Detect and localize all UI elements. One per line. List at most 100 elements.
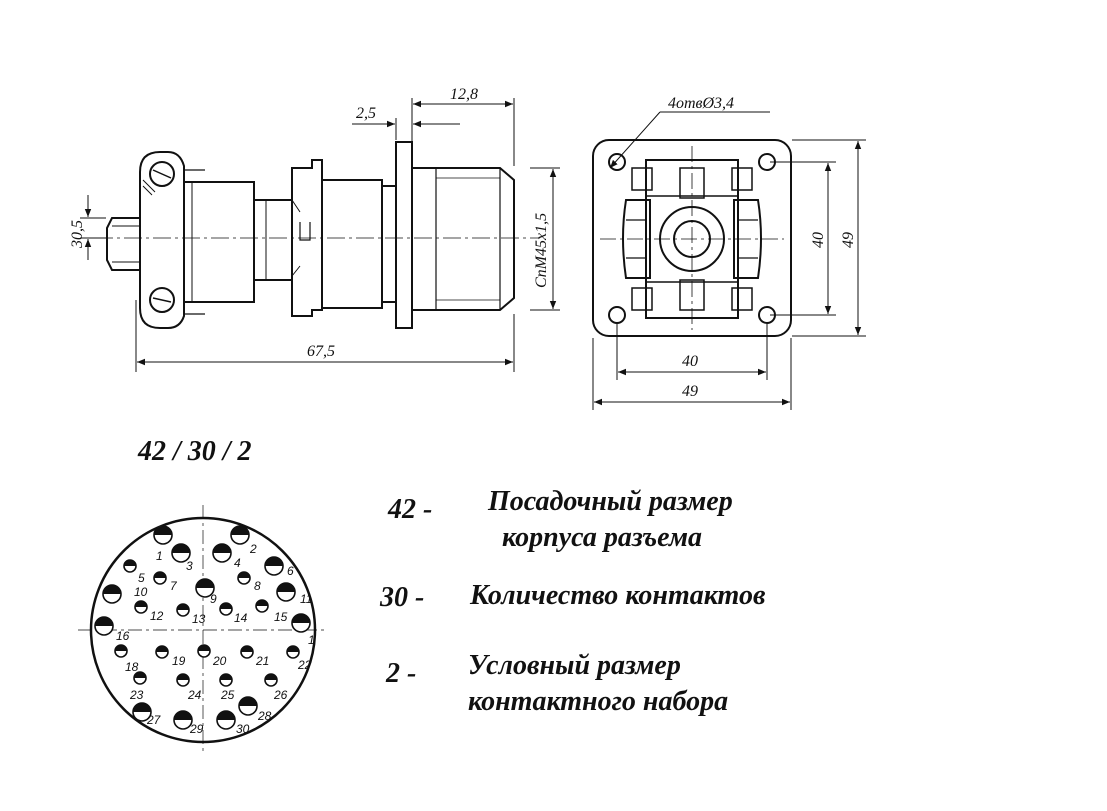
pin-29: 29 (173, 710, 204, 736)
legend-text-2: Количество контактов (470, 578, 765, 614)
pin-23-label: 23 (129, 688, 144, 702)
pin-25-label: 25 (220, 688, 235, 702)
pin-7: 7 (153, 571, 178, 593)
pin-28-fill (239, 697, 257, 706)
pin-3-label: 3 (186, 559, 193, 573)
pin-17-fill (292, 614, 310, 623)
pin-16-fill (95, 617, 113, 626)
pin-11: 11 (276, 582, 312, 606)
pin-21-label: 21 (255, 654, 269, 668)
pin-6-fill (265, 557, 283, 566)
pin-26-fill (265, 674, 277, 680)
pin-24: 24 (176, 673, 202, 702)
pin-18-label: 18 (125, 660, 139, 674)
pin-7-label: 7 (170, 579, 178, 593)
pin-26-label: 26 (273, 688, 288, 702)
dim-40-horizontal: 40 (682, 353, 698, 370)
side-dimensions (80, 98, 560, 372)
pin-13: 13 (176, 603, 206, 626)
pin-27: 27 (132, 702, 162, 727)
legend-text-2-line1: Количество контактов (470, 580, 766, 611)
dim-12-8: 12,8 (450, 86, 478, 103)
front-view (592, 139, 792, 337)
pin-18: 18 (114, 644, 139, 674)
pin-14-label: 14 (234, 611, 248, 625)
dim-67-5: 67,5 (307, 343, 335, 360)
pin-27-fill (133, 703, 151, 712)
pin-27-label: 27 (146, 713, 162, 727)
pin-23-fill (134, 672, 146, 678)
pin-6: 6 (264, 556, 294, 578)
pin-2: 2 (230, 525, 257, 556)
pin-19-label: 19 (172, 654, 186, 668)
dim-holes: 4отвØ3,4 (668, 95, 734, 112)
pin-21-fill (241, 646, 253, 652)
pin-7-fill (154, 572, 166, 578)
pin-25-fill (220, 674, 232, 680)
pin-24-label: 24 (187, 688, 202, 702)
legend-text-3-line2: контактного набора (468, 686, 729, 717)
pin-5-label: 5 (138, 571, 145, 585)
pin-8-fill (238, 572, 250, 578)
legend-text-1-line1: Посадочный размер (488, 486, 733, 517)
pin-8: 8 (237, 571, 261, 593)
pin-28-label: 28 (257, 709, 272, 723)
dim-30-5: 30,5 (69, 220, 86, 249)
pin-1-fill (154, 526, 172, 535)
pin-4-fill (213, 544, 231, 553)
legend-number-3: 2 - (386, 658, 417, 689)
front-dimensions (592, 111, 866, 410)
pin-30-fill (217, 711, 235, 720)
pin-4-label: 4 (234, 556, 241, 570)
pin-8-label: 8 (254, 579, 261, 593)
pin-18-fill (115, 645, 127, 651)
pin-23: 23 (129, 671, 147, 702)
pin-22: 22 (286, 645, 312, 672)
pin-9-label: 9 (210, 592, 217, 606)
pin-26: 26 (264, 673, 288, 702)
pin-3: 3 (171, 543, 193, 573)
pin-2-label: 2 (249, 542, 257, 556)
pin-15: 15 (255, 599, 288, 624)
pin-1: 1 (153, 525, 173, 563)
pin-3-fill (172, 544, 190, 553)
pin-22-label: 22 (297, 658, 312, 672)
pin-14-fill (220, 603, 232, 609)
legend-text-3: Условный размер контактного набора (468, 648, 728, 720)
pin-5: 5 (123, 559, 145, 585)
pin-20: 20 (197, 644, 227, 668)
legend-number-1: 42 - (388, 494, 433, 525)
pin-13-fill (177, 604, 189, 610)
pin-19: 19 (155, 645, 186, 668)
legend-number-2: 30 - (380, 582, 425, 613)
dim-2-5: 2,5 (356, 105, 376, 122)
dim-thread: СпМ45х1,5 (533, 213, 550, 288)
pin-15-fill (256, 600, 268, 606)
pin-29-label: 29 (189, 722, 204, 736)
pin-29-fill (174, 711, 192, 720)
dim-40-vertical: 40 (810, 232, 827, 248)
pin-10: 10 (102, 584, 148, 604)
pin-15-label: 15 (274, 610, 288, 624)
pin-10-label: 10 (134, 585, 148, 599)
pin-20-fill (198, 645, 210, 651)
part-code: 42 / 30 / 2 (138, 436, 252, 467)
pin-14: 14 (219, 602, 248, 625)
dim-49-vertical: 49 (840, 232, 857, 248)
pin-16: 16 (94, 616, 130, 643)
pin-30: 30 (216, 710, 250, 736)
pin-17: 17 (291, 613, 315, 647)
pin-2-fill (231, 526, 249, 535)
pin-12-label: 12 (150, 609, 164, 623)
legend-text-3-line1: Условный размер (468, 650, 681, 681)
pin-25: 25 (219, 673, 235, 702)
pin-1-label: 1 (156, 549, 163, 563)
pin-12-fill (135, 601, 147, 607)
side-view (95, 141, 540, 329)
pin-12: 12 (134, 600, 164, 623)
pin-22-fill (287, 646, 299, 652)
pin-10-fill (103, 585, 121, 594)
legend-text-1-line2: корпуса разъема (502, 522, 703, 553)
